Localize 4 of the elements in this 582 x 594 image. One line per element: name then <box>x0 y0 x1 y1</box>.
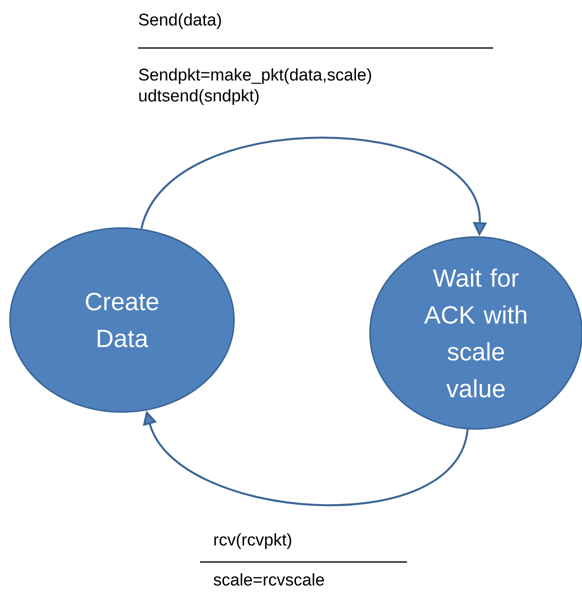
transition-label: scale=rcvscale <box>214 573 324 586</box>
transition-label: Sendpkt=make_pkt(data,scale) udtsend(sndpkt) <box>138 68 372 105</box>
transition-label: Send(data) <box>138 13 221 29</box>
transition-label: rcv(rcvpkt) <box>214 533 292 549</box>
